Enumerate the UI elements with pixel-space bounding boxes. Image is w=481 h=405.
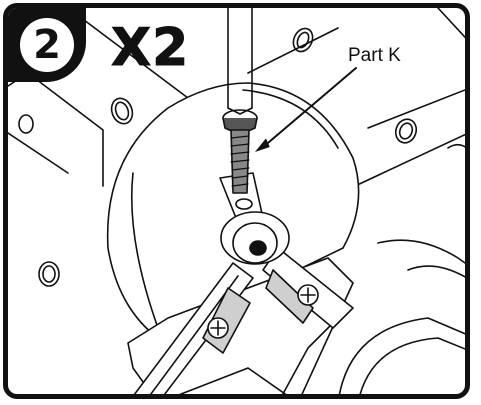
callout-arrowhead xyxy=(254,138,270,152)
plate-edge-line xyxy=(367,89,465,129)
bracket-slot xyxy=(338,317,465,394)
quantity-label: X2 xyxy=(110,18,190,79)
disk-rim xyxy=(130,172,159,329)
callout-arrow xyxy=(261,67,357,149)
assembly-illustration xyxy=(8,8,465,394)
bracket-slot xyxy=(377,239,465,264)
plate-edge-line xyxy=(247,27,339,74)
plate-edge-line xyxy=(67,8,189,99)
disk-rim xyxy=(242,89,339,149)
part-callout-label: Part K xyxy=(346,45,403,67)
bracket-slot xyxy=(447,143,465,149)
plate-edge-line xyxy=(8,72,104,187)
hub-hole xyxy=(249,240,267,256)
step-number: 2 xyxy=(20,18,74,72)
bracket-slot xyxy=(359,337,465,394)
instruction-frame: 2 X2 Part K xyxy=(3,3,470,399)
plate-hole xyxy=(38,261,60,287)
plate-hole xyxy=(110,97,134,125)
step-number-badge: 2 xyxy=(8,8,86,82)
bottom-plate-edge xyxy=(178,367,287,394)
plate-hole xyxy=(292,27,314,53)
plate-hole xyxy=(18,114,34,134)
plate-edge-line xyxy=(437,8,465,39)
screwdriver-shaft xyxy=(227,8,253,109)
plate-edge-line xyxy=(8,132,69,174)
plate-hole xyxy=(394,118,418,144)
bracket-slot xyxy=(407,265,465,278)
